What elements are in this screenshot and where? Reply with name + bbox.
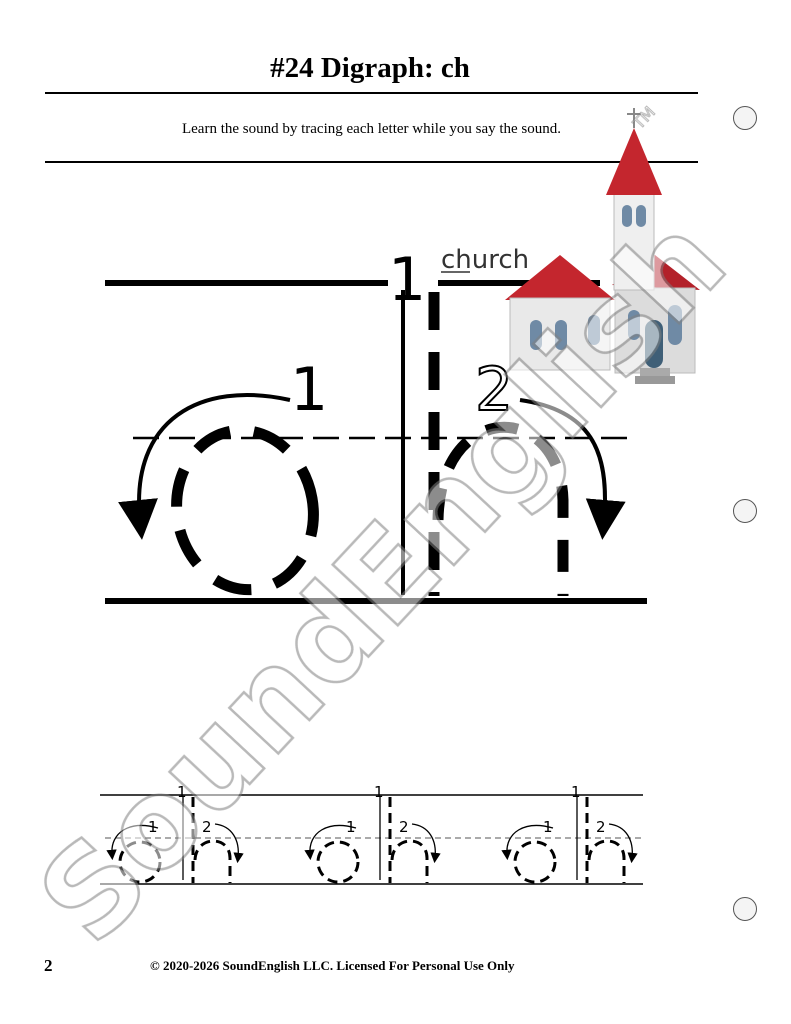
svg-text:2: 2: [399, 818, 409, 836]
h-stroke-number-1: 1: [388, 245, 426, 315]
page-number: 2: [44, 956, 53, 975]
instruction-rule: [45, 161, 698, 163]
watermark-tm: TM: [628, 103, 659, 134]
example-word: church: [441, 245, 529, 275]
binder-hole-bottom: [733, 897, 757, 921]
binder-hole-middle: [733, 499, 757, 523]
svg-text:1: 1: [177, 783, 187, 801]
title-rule: [45, 92, 698, 94]
svg-text:1: 1: [543, 818, 553, 836]
letter-c-trace: [171, 424, 319, 596]
watermark: SoundEnglish TM: [11, 102, 754, 971]
svg-text:2: 2: [202, 818, 212, 836]
practice-group-1: 1 1 2: [106, 783, 244, 884]
page-title: #24 Digraph: ch: [270, 52, 470, 84]
svg-text:1: 1: [571, 783, 581, 801]
church-icon: [505, 108, 700, 384]
svg-text:2: 2: [596, 818, 606, 836]
practice-group-3: 1 1 2: [501, 783, 638, 884]
h-stroke-number-2: 2: [475, 355, 513, 425]
svg-text:1: 1: [148, 818, 158, 836]
c-stroke-number: 1: [290, 355, 328, 425]
h-dashed-arch: [432, 421, 569, 596]
watermark-text: SoundEnglish: [12, 190, 752, 969]
binder-hole-top: [733, 106, 757, 130]
copyright-notice: © 2020-2026 SoundEnglish LLC. Licensed F…: [150, 958, 515, 973]
h-arrow: [519, 398, 626, 540]
svg-text:1: 1: [346, 818, 356, 836]
svg-text:1: 1: [374, 783, 384, 801]
practice-group-2: 1 1 2: [304, 783, 441, 884]
instruction-text: Learn the sound by tracing each letter w…: [181, 121, 562, 137]
practice-area: 1 1 2 1 1 2 1 1: [100, 783, 643, 885]
c-arrow: [118, 393, 291, 540]
